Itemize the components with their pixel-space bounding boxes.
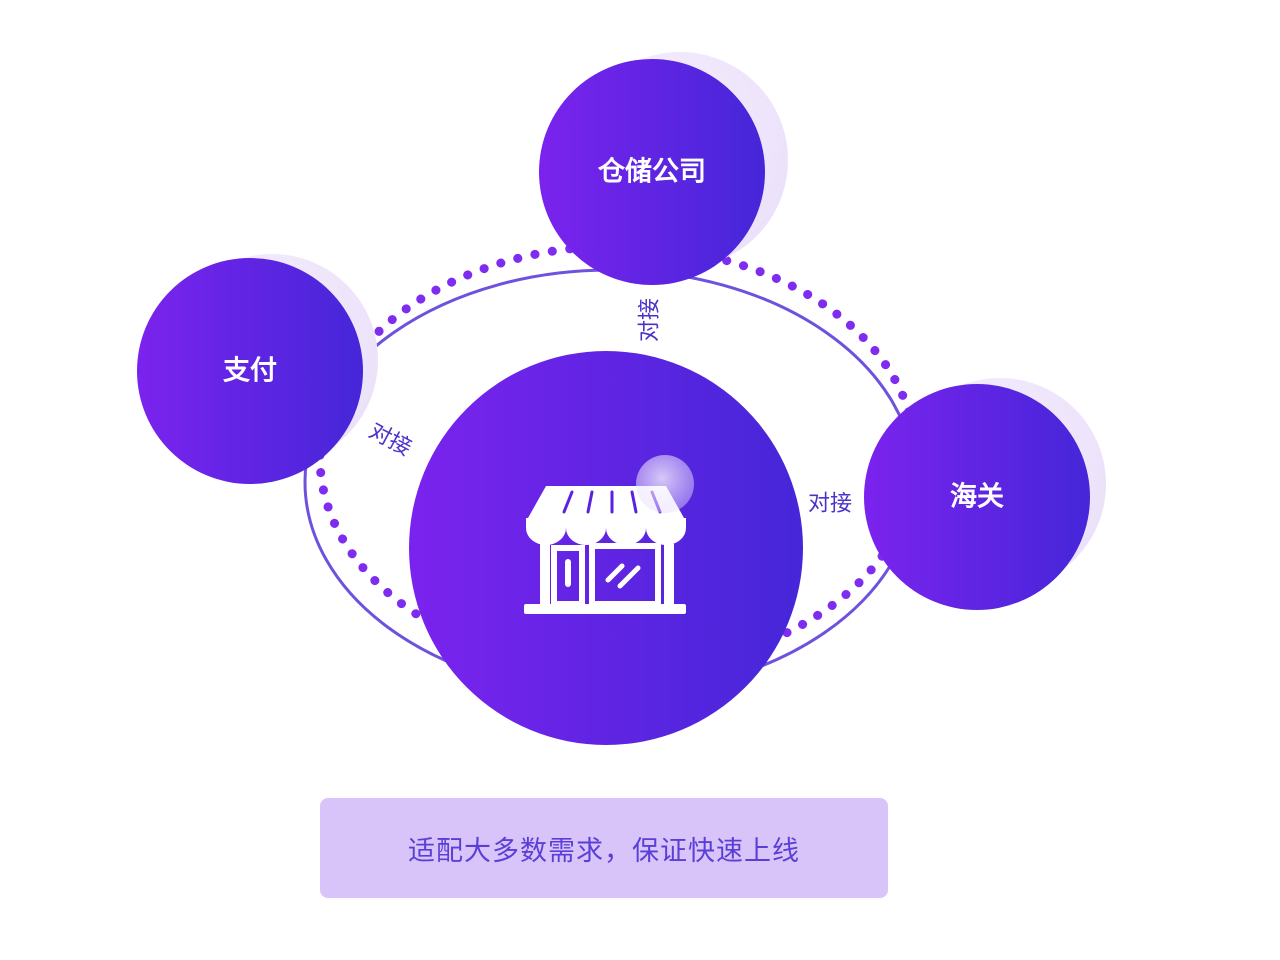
caption-text: 适配大多数需求，保证快速上线	[408, 835, 800, 867]
warehouse-node-label: 仓储公司	[597, 157, 706, 188]
warehouse-store-edge-label: 对接	[638, 298, 663, 342]
caption-box: 适配大多数需求，保证快速上线	[320, 798, 888, 898]
customs-node-label: 海关	[950, 482, 1004, 513]
payment-store-edge-label: 对接	[365, 419, 416, 462]
payment-node-label: 支付	[223, 356, 277, 387]
payment-node: 支付	[137, 258, 363, 484]
store-node	[409, 351, 803, 745]
customs-store-edge-label: 对接	[808, 492, 852, 517]
customs-node: 海关	[864, 384, 1090, 610]
warehouse-node: 仓储公司	[539, 59, 765, 285]
highlight-bubble	[636, 455, 694, 513]
